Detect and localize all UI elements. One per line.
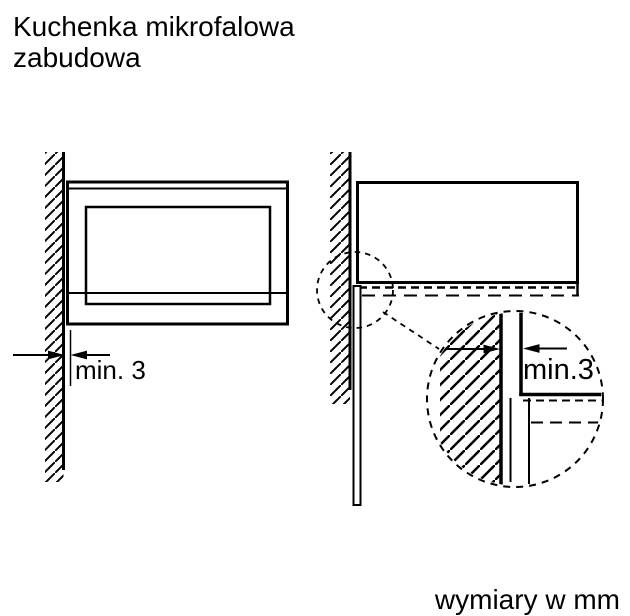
cabinet-body-side — [356, 181, 579, 284]
detail-arrowhead-right-icon — [483, 344, 500, 354]
front-clearance-label: min. 3 — [75, 355, 146, 385]
units-note: wymiary w mm — [434, 584, 620, 615]
arrowhead-right-icon — [48, 350, 65, 360]
detail-clearance-label: min.3 — [523, 354, 594, 386]
microwave-door-window — [84, 205, 272, 306]
detail-clearance-dimension: min.3 — [447, 344, 594, 386]
side-wall — [330, 152, 352, 404]
microwave-front-outline — [66, 180, 289, 326]
front-clearance-dimension: min. 3 — [13, 330, 146, 386]
arrowhead-left-icon — [70, 350, 87, 360]
side-view-diagram: min.3 — [316, 152, 604, 506]
trim-frame-panel — [352, 285, 362, 506]
front-view-diagram: min. 3 — [13, 152, 289, 482]
front-wall-hatching — [45, 152, 64, 482]
detail-wall-hatching — [440, 312, 500, 486]
side-wall-hatching — [330, 152, 350, 404]
detail-arrowhead-left-icon — [523, 344, 540, 353]
detail-leader-line — [382, 311, 440, 350]
detail-view: min.3 — [426, 310, 604, 488]
page-title-line2: zabudowa — [13, 42, 141, 73]
detail-reference-circle — [316, 251, 394, 329]
page-title-line1: Kuchenka mikrofalowa — [13, 11, 295, 42]
cabinet-side-outline — [352, 181, 579, 506]
front-wall — [45, 152, 65, 482]
